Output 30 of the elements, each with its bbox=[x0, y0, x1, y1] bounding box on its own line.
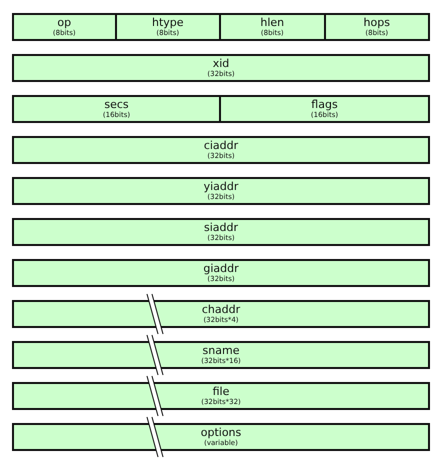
field-box bbox=[12, 218, 430, 246]
field-box bbox=[12, 13, 116, 41]
field-box bbox=[12, 300, 430, 328]
field-name: hlen bbox=[260, 16, 284, 28]
field-box bbox=[219, 95, 430, 123]
field-box bbox=[12, 259, 430, 287]
field-box bbox=[12, 136, 430, 164]
field-name: sname bbox=[202, 344, 240, 356]
field-name: htype bbox=[152, 16, 184, 28]
field-name: hops bbox=[364, 16, 390, 28]
field-box bbox=[114, 13, 221, 41]
field-box bbox=[12, 341, 430, 369]
field-name: file bbox=[212, 386, 230, 398]
field-box bbox=[12, 177, 430, 205]
field-name: flags bbox=[311, 98, 338, 110]
field-name: ciaddr bbox=[204, 140, 238, 152]
field-box bbox=[12, 382, 430, 410]
field-name: xid bbox=[212, 58, 230, 70]
field-box bbox=[12, 54, 430, 82]
field-box bbox=[12, 95, 221, 123]
field-name: op bbox=[57, 16, 72, 28]
field-box bbox=[324, 13, 430, 41]
field-name: options bbox=[200, 426, 242, 438]
field-name: secs bbox=[104, 98, 129, 110]
field-box bbox=[12, 423, 430, 451]
field-box bbox=[219, 13, 326, 41]
field-name: siaddr bbox=[204, 222, 238, 234]
field-name: yiaddr bbox=[204, 180, 238, 192]
field-name: chaddr bbox=[202, 304, 240, 316]
field-name: giaddr bbox=[203, 262, 239, 274]
